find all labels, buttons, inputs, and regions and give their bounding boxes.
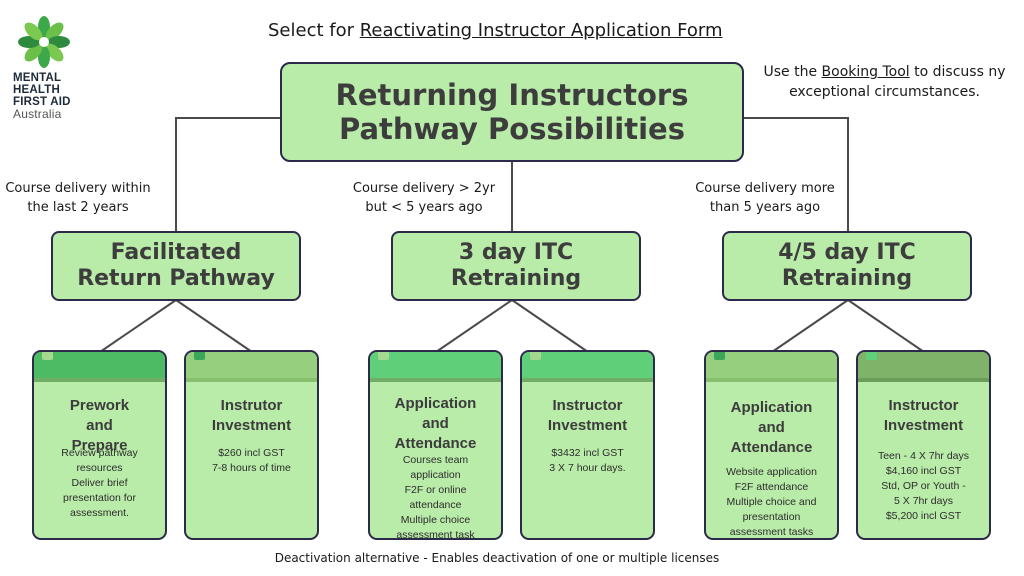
card-title: Instructor Investment xyxy=(547,397,628,434)
card-title: Application and Attendance xyxy=(730,399,813,456)
main-title-box: Returning Instructors Pathway Possibilit… xyxy=(280,62,744,162)
logo-line-4: Australia xyxy=(13,107,62,121)
condition-label-3-line-1: Course delivery more xyxy=(695,181,835,196)
card-body: Courses team application F2F or online a… xyxy=(376,453,495,540)
card-body-line: Review pathway xyxy=(61,447,138,459)
condition-label-3: Course delivery more than 5 years ago xyxy=(686,179,844,217)
card-title: Instrutor Investment xyxy=(211,397,292,434)
logo-line-1: MENTAL xyxy=(13,72,62,84)
card-body-line: $4,160 incl GST xyxy=(885,465,962,477)
main-title-line-2: Pathway Possibilities xyxy=(339,112,685,146)
card-body-line: Courses team xyxy=(402,454,469,466)
card-body-line: Teen - 4 X 7hr days xyxy=(877,450,970,462)
main-title-line-1: Returning Instructors xyxy=(335,78,689,112)
card-instructor-investment-2: Instructor Investment $3432 incl GST 3 X… xyxy=(520,350,655,540)
booking-tool-link[interactable]: Booking Tool xyxy=(821,64,910,80)
pathway-title-2-line-1: 3 day ITC xyxy=(458,240,574,265)
pathway-title-3-line-2: Retraining xyxy=(781,266,913,291)
card-body-line: assessment task xyxy=(396,529,475,540)
header-title: Select for Reactivating Instructor Appli… xyxy=(268,20,722,41)
card-application-45day: Application and Attendance Website appli… xyxy=(704,350,839,540)
card-tab-icon xyxy=(866,352,877,360)
card-body-line: application xyxy=(410,469,461,481)
condition-label-1-line-1: Course delivery within xyxy=(5,181,151,196)
card-body-line: F2F attendance xyxy=(734,481,809,493)
pathway-title-3: 4/5 day ITC Retraining xyxy=(778,240,916,292)
main-title: Returning Instructors Pathway Possibilit… xyxy=(336,78,689,146)
card-body-line: 7-8 hours of time xyxy=(212,462,291,474)
card-tab-icon xyxy=(378,352,389,360)
flower-icon xyxy=(18,16,70,68)
card-body-line: Multiple choice xyxy=(400,514,471,526)
pathway-title-1: Facilitated Return Pathway xyxy=(77,240,275,292)
card-body-line: presentation xyxy=(742,511,801,523)
card-body-line: assessment tasks xyxy=(729,526,814,538)
condition-label-1-line-2: the last 2 years xyxy=(27,200,129,215)
card-body-line: Multiple choice and xyxy=(726,496,817,508)
card-body: $3432 incl GST 3 X 7 hour days. xyxy=(528,446,647,476)
logo-line-2: HEALTH xyxy=(13,84,60,96)
card-tab-icon xyxy=(714,352,725,360)
card-body: $260 incl GST 7-8 hours of time xyxy=(192,446,311,476)
card-body-line: assessment. xyxy=(70,507,129,519)
card-body-line: resources xyxy=(76,462,123,474)
card-body-line: attendance xyxy=(409,499,462,511)
header-prefix: Select for xyxy=(268,20,360,41)
card-body: Website application F2F attendance Multi… xyxy=(712,465,831,538)
card-title: Prework and Prepare xyxy=(69,397,130,454)
card-tab-icon xyxy=(194,352,205,360)
condition-label-3-line-2: than 5 years ago xyxy=(709,200,821,215)
card-body-line: $3432 incl GST xyxy=(551,447,624,459)
card-tab-icon xyxy=(530,352,541,360)
card-body-line: presentation for xyxy=(63,492,136,504)
booking-suffix: to discuss ny exceptional circumstances. xyxy=(789,64,1006,100)
card-body-line: F2F or online xyxy=(404,484,467,496)
card-prework: Prework and Prepare Review pathway resou… xyxy=(32,350,167,540)
logo-text: MENTAL HEALTH FIRST AID Australia xyxy=(13,72,71,120)
card-application-3day: Application and Attendance Courses team … xyxy=(368,350,503,540)
condition-label-1: Course delivery within the last 2 years xyxy=(0,179,156,217)
card-body-line: $5,200 incl GST xyxy=(885,510,962,522)
condition-label-2-line-1: Course delivery > 2yr xyxy=(352,181,496,196)
card-body: Teen - 4 X 7hr days $4,160 incl GST Std,… xyxy=(864,449,983,524)
card-body-line: $260 incl GST xyxy=(218,447,285,459)
footer-note: Deactivation alternative - Enables deact… xyxy=(274,551,720,565)
card-body-line: Deliver brief xyxy=(71,477,128,489)
pathway-box-facilitated: Facilitated Return Pathway xyxy=(51,231,301,301)
card-title: Application and Attendance xyxy=(394,395,477,452)
application-form-link[interactable]: Reactivating Instructor Application Form xyxy=(359,20,723,41)
card-instructor-investment-3: Instructor Investment Teen - 4 X 7hr day… xyxy=(856,350,991,540)
card-instructor-investment-1: Instrutor Investment $260 incl GST 7-8 h… xyxy=(184,350,319,540)
booking-prefix: Use the xyxy=(763,64,822,80)
pathway-title-1-line-2: Return Pathway xyxy=(77,266,275,291)
mhfa-logo: MENTAL HEALTH FIRST AID Australia xyxy=(10,14,90,124)
pathway-box-45day-itc: 4/5 day ITC Retraining xyxy=(722,231,972,301)
card-body-line: 3 X 7 hour days. xyxy=(549,462,626,474)
condition-label-2-line-2: but < 5 years ago xyxy=(365,200,483,215)
logo-line-3: FIRST AID xyxy=(13,96,71,108)
pathway-box-3day-itc: 3 day ITC Retraining xyxy=(391,231,641,301)
pathway-title-2-line-2: Retraining xyxy=(450,266,582,291)
card-body: Review pathway resources Deliver brief p… xyxy=(40,446,159,521)
card-tab-icon xyxy=(42,352,53,360)
card-body-line: Std, OP or Youth - xyxy=(881,480,966,492)
condition-label-2: Course delivery > 2yr but < 5 years ago xyxy=(344,179,504,217)
booking-note: Use the Booking Tool to discuss ny excep… xyxy=(752,62,1017,102)
pathway-title-3-line-1: 4/5 day ITC xyxy=(778,240,916,265)
pathway-title-1-line-1: Facilitated xyxy=(110,240,242,265)
card-title: Instructor Investment xyxy=(883,397,964,434)
pathway-title-2: 3 day ITC Retraining xyxy=(451,240,581,292)
card-body-line: 5 X 7hr days xyxy=(894,495,953,507)
card-body-line: Website application xyxy=(726,466,817,478)
